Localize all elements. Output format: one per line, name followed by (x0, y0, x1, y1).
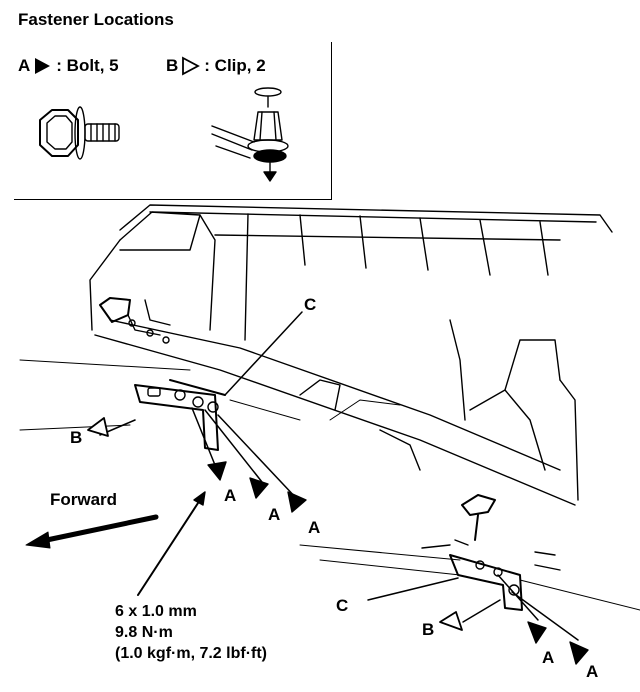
legend-bolt-text: : Bolt, 5 (56, 56, 119, 75)
callout-c-bottom: C (336, 596, 349, 615)
legend-clip: B : Clip, 2 (166, 56, 266, 76)
bolt-marker-2 (249, 477, 269, 499)
forward-label: Forward (50, 490, 118, 509)
right-bracket (421, 494, 561, 611)
clip-marker-left (87, 417, 109, 437)
bolt-icon (39, 106, 120, 160)
callout-a-1: A (224, 486, 237, 505)
leader-lines (99, 311, 579, 641)
bolt-marker-4 (527, 621, 547, 644)
callout-a-2: A (268, 505, 281, 524)
legend-bolt: A : Bolt, 5 (18, 56, 119, 76)
markers (87, 417, 589, 665)
engine-cover-outline (19, 204, 640, 611)
legend-bolt-letter: A (18, 56, 31, 75)
bolt-marker-5 (569, 641, 589, 665)
callout-b-left: B (70, 428, 83, 447)
legend-panel (14, 42, 332, 200)
page-title: Fastener Locations (18, 10, 174, 29)
legend-clip-letter: B (166, 56, 179, 75)
filled-triangle-marker (35, 58, 51, 74)
callout-c-top: C (304, 295, 317, 314)
outline-triangle-marker (182, 56, 201, 76)
clip-icon (211, 87, 289, 182)
clip-marker-right (439, 611, 463, 631)
callout-a-5: A (586, 662, 599, 681)
left-bracket (99, 297, 226, 451)
callout-a-3: A (308, 518, 321, 537)
callout-b-right: B (422, 620, 435, 639)
bolt-marker-3 (287, 491, 307, 513)
bolt-marker-1 (207, 461, 227, 481)
torque-spec-nm: 9.8 N·m (115, 624, 173, 641)
callout-a-4: A (542, 648, 555, 667)
torque-pointer-arrow (137, 491, 206, 596)
legend-clip-text: : Clip, 2 (204, 56, 266, 75)
torque-spec-alt: (1.0 kgf·m, 7.2 lbf·ft) (115, 645, 268, 662)
forward-arrow-icon (25, 514, 159, 549)
torque-spec-size: 6 x 1.0 mm (115, 603, 197, 620)
